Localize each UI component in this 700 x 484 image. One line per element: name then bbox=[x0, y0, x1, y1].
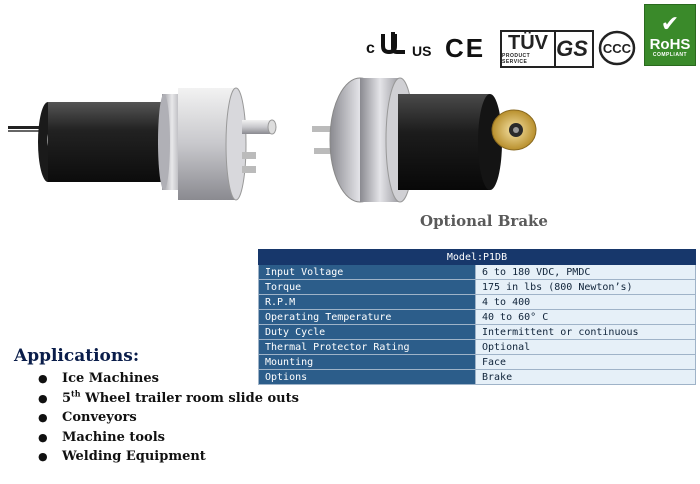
spec-table: Model:P1DB Input Voltage 6 to 180 VDC, P… bbox=[258, 249, 696, 385]
table-row: R.P.M 4 to 400 bbox=[258, 294, 696, 310]
spec-label: Input Voltage bbox=[258, 264, 476, 280]
table-row: Duty Cycle Intermittent or continuous bbox=[258, 324, 696, 340]
bullet-icon: ● bbox=[38, 430, 48, 444]
certification-logos: c US CE TÜV PRODUCT SERVICE GS CCC ✔ RoH… bbox=[366, 4, 696, 70]
list-item: ● Machine tools bbox=[38, 428, 299, 448]
application-text: Conveyors bbox=[62, 410, 137, 425]
applications-list: ● Ice Machines ● 5th Wheel trailer room … bbox=[14, 369, 299, 467]
table-row: Operating Temperature 40 to 60° C bbox=[258, 309, 696, 325]
applications-heading: Applications: bbox=[14, 346, 140, 366]
spec-label: Torque bbox=[258, 279, 476, 295]
spec-value: Intermittent or continuous bbox=[475, 324, 696, 340]
spec-value: 4 to 400 bbox=[475, 294, 696, 310]
application-prefix: 5 bbox=[62, 390, 72, 406]
rohs-compliant-text: COMPLIANT bbox=[652, 52, 688, 58]
ul-mark-icon bbox=[381, 32, 405, 55]
bullet-icon: ● bbox=[38, 450, 48, 463]
application-text: Wheel trailer room slide outs bbox=[80, 390, 299, 406]
ccc-logo: CCC bbox=[598, 30, 636, 66]
ce-mark-logo: CE bbox=[444, 32, 486, 63]
spec-label: Options bbox=[258, 369, 476, 385]
tuv-name: TÜV bbox=[508, 32, 548, 54]
table-row: Thermal Protector Rating Optional bbox=[258, 339, 696, 355]
spec-value: 6 to 180 VDC, PMDC bbox=[475, 264, 696, 280]
spec-label: R.P.M bbox=[258, 294, 476, 310]
ccc-text: CCC bbox=[603, 41, 632, 56]
spec-label: Duty Cycle bbox=[258, 324, 476, 340]
spec-label: Thermal Protector Rating bbox=[258, 339, 476, 355]
spec-value: 175 in lbs (800 Newton’s) bbox=[475, 279, 696, 295]
spec-value: Face bbox=[475, 354, 696, 370]
ccc-mark-icon: CCC bbox=[598, 30, 636, 66]
bullet-icon: ● bbox=[38, 391, 48, 405]
model-header: Model:P1DB bbox=[258, 249, 696, 265]
spec-table-header-row: Model:P1DB bbox=[258, 249, 696, 265]
table-row: Input Voltage 6 to 180 VDC, PMDC bbox=[258, 264, 696, 280]
tuv-subtitle: PRODUCT SERVICE bbox=[502, 53, 531, 65]
ul-listed-logo: c US bbox=[366, 28, 432, 64]
table-row: Torque 175 in lbs (800 Newton’s) bbox=[258, 279, 696, 295]
application-text: Ice Machines bbox=[62, 371, 159, 386]
motor-side-view-image bbox=[8, 87, 277, 201]
ul-c-text: c bbox=[366, 40, 375, 57]
application-superscript: th bbox=[71, 388, 81, 399]
optional-brake-caption: Optional Brake bbox=[420, 212, 548, 230]
list-item: ● Ice Machines bbox=[38, 369, 299, 389]
motor-brake-view-image bbox=[312, 77, 537, 203]
check-icon: ✔ bbox=[660, 12, 680, 37]
rohs-text: RoHS bbox=[649, 36, 691, 53]
bullet-icon: ● bbox=[38, 372, 48, 385]
spec-value: Brake bbox=[475, 369, 696, 385]
table-row: Options Brake bbox=[258, 369, 696, 385]
bullet-icon: ● bbox=[38, 411, 48, 424]
ul-us-text: US bbox=[412, 43, 432, 59]
gs-logo: GS bbox=[552, 30, 594, 68]
list-item: ● 5th Wheel trailer room slide outs bbox=[38, 389, 299, 409]
spec-value: 40 to 60° C bbox=[475, 309, 696, 325]
spec-value: Optional bbox=[475, 339, 696, 355]
tuv-logo: TÜV PRODUCT SERVICE bbox=[500, 30, 556, 68]
list-item: ● Conveyors bbox=[38, 408, 299, 428]
spec-label: Operating Temperature bbox=[258, 309, 476, 325]
table-row: Mounting Face bbox=[258, 354, 696, 370]
rohs-logo: ✔ RoHS COMPLIANT bbox=[644, 4, 696, 66]
application-text: Machine tools bbox=[62, 429, 165, 445]
applications-section: Applications: ● Ice Machines ● 5th Wheel… bbox=[14, 346, 299, 467]
list-item: ● Welding Equipment bbox=[38, 447, 299, 467]
application-text: Welding Equipment bbox=[62, 449, 206, 464]
